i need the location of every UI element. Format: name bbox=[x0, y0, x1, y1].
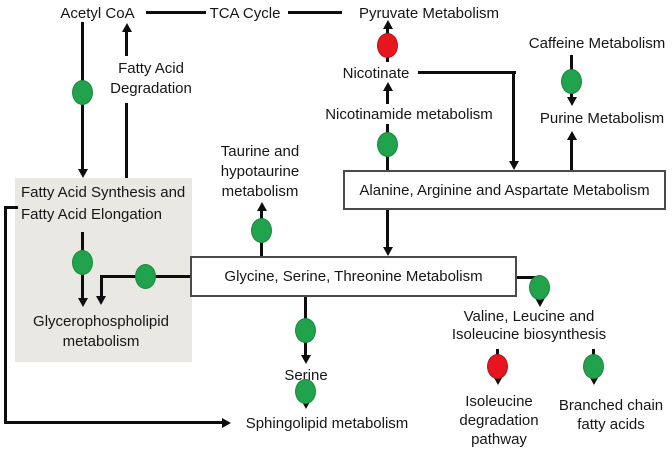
arrowhead-into-glycerophospholipid-2 bbox=[96, 296, 106, 305]
node-serine: Serine bbox=[284, 367, 328, 384]
node-acetyl-coa: Acetyl CoA bbox=[60, 5, 135, 22]
arrowhead-serine-down bbox=[301, 400, 311, 409]
marker-green-synthesis-glycerophospholipid bbox=[72, 250, 93, 275]
node-glycerophospholipid: Glycerophospholipid metabolism bbox=[33, 313, 169, 350]
node-nicotinate: Nicotinate bbox=[342, 65, 410, 82]
marker-red-valine-isoleucine bbox=[487, 354, 508, 379]
line-bracket-vertical bbox=[4, 206, 7, 424]
node-alanine-arginine-aspartate: Alanine, Arginine and Aspartate Metaboli… bbox=[343, 170, 666, 210]
marker-green-glycine-glycerophospholipid bbox=[135, 264, 156, 289]
line-alanine-to-purine bbox=[570, 138, 573, 170]
arrowhead-to-purine-up bbox=[567, 131, 577, 140]
marker-green-glycine-taurine bbox=[251, 218, 272, 243]
node-sphingolipid-metabolism: Sphingolipid metabolism bbox=[245, 415, 409, 432]
arrowhead-into-glycine bbox=[383, 247, 393, 256]
line-degradation-to-synthesis bbox=[125, 103, 128, 178]
arrowhead-to-nicotinate bbox=[383, 82, 393, 91]
line-tcacycle-pyruvate bbox=[288, 11, 342, 14]
arrowhead-into-purine bbox=[567, 97, 577, 106]
line-acetylcoa-tcacycle bbox=[146, 11, 206, 14]
node-pyruvate-metabolism: Pyruvate Metabolism bbox=[358, 5, 500, 22]
arrowhead-degradation-up bbox=[122, 23, 132, 32]
line-degradation-up bbox=[125, 28, 128, 56]
marker-green-nicotinamide-alanine bbox=[377, 132, 398, 157]
line-bracket-top bbox=[4, 206, 18, 209]
arrowhead-into-fattyacid-synthesis bbox=[78, 169, 88, 178]
line-nicotinate-right bbox=[418, 71, 516, 74]
node-branched-chain-fatty-acids: Branched chain fatty acids bbox=[558, 397, 664, 433]
node-tca-cycle: TCA Cycle bbox=[209, 5, 281, 22]
node-fatty-acid-degradation: Fatty Acid Degradation bbox=[110, 60, 192, 97]
node-isoleucine-degradation: Isoleucine degradation pathway bbox=[459, 393, 539, 448]
arrowhead-to-sphingolipid bbox=[222, 418, 231, 428]
node-valine-leucine-isoleucine: Valine, Leucine and Isoleucine biosynthe… bbox=[451, 308, 607, 343]
marker-red-nicotinate-pyruvate bbox=[377, 33, 398, 58]
line-alanine-to-glycine bbox=[386, 210, 389, 249]
node-alanine-label: Alanine, Arginine and Aspartate Metaboli… bbox=[359, 181, 650, 199]
marker-green-caffeine-purine bbox=[561, 69, 582, 94]
marker-green-glycine-serine bbox=[295, 318, 316, 343]
line-glycine-to-glycerophospholipid bbox=[100, 276, 103, 298]
line-nicotinamide-to-nicotinate bbox=[386, 88, 389, 104]
marker-green-serine-sphingolipid bbox=[295, 379, 316, 404]
node-taurine-hypotaurine: Taurine and hypotaurine metabolism bbox=[220, 143, 300, 200]
node-caffeine-metabolism: Caffeine Metabolism bbox=[528, 35, 666, 52]
marker-green-acetylcoa-synthesis bbox=[72, 80, 93, 105]
arrowhead-to-branched bbox=[589, 376, 599, 385]
node-glycine-label: Glycine, Serine, Threonine Metabolism bbox=[224, 268, 483, 285]
arrowhead-to-isoleucine bbox=[493, 376, 503, 385]
marker-green-glycine-valine bbox=[529, 275, 550, 300]
arrowhead-to-valine bbox=[535, 298, 545, 307]
line-bracket-to-sphingolipid bbox=[4, 421, 223, 424]
node-nicotinamide-metabolism: Nicotinamide metabolism bbox=[325, 106, 493, 123]
node-glycine-serine-threonine: Glycine, Serine, Threonine Metabolism bbox=[190, 256, 517, 297]
marker-green-valine-branched bbox=[583, 354, 604, 379]
arrowhead-to-taurine bbox=[257, 202, 267, 211]
node-purine-metabolism: Purine Metabolism bbox=[539, 110, 665, 127]
arrowhead-to-pyruvate bbox=[383, 20, 393, 29]
node-fatty-acid-synthesis: Fatty Acid Synthesis and Fatty Acid Elon… bbox=[21, 184, 186, 223]
arrowhead-into-alanine-left bbox=[509, 161, 519, 170]
arrowhead-into-glycerophospholipid-1 bbox=[78, 298, 88, 307]
arrowhead-to-serine bbox=[301, 355, 311, 364]
shaded-region-fatty-acid bbox=[15, 178, 192, 362]
line-glycine-right bbox=[517, 276, 541, 279]
line-nicotinate-down-to-alanine bbox=[512, 71, 515, 163]
